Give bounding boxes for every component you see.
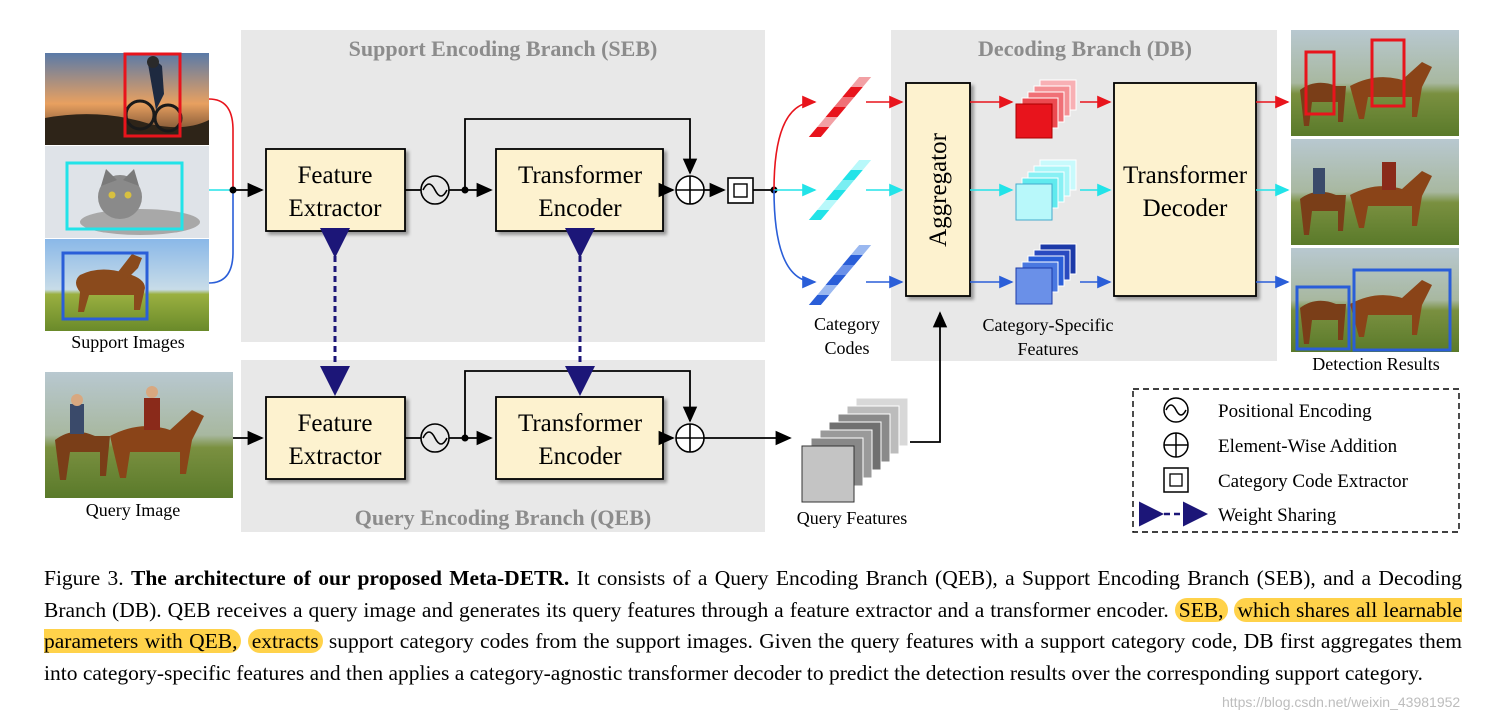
query-image-label: Query Image (86, 500, 180, 520)
qeb-feature-extractor (265, 396, 406, 480)
category-code-red (808, 77, 872, 137)
split-red-arrow (773, 95, 817, 191)
qeb-feature-extractor-line1: Feature (298, 410, 373, 437)
caption-highlight-seb: SEB, (1174, 597, 1228, 622)
qeb-transformer-encoder (495, 396, 664, 480)
support-images-label: Support Images (71, 332, 184, 352)
split-blue-arrow (773, 189, 817, 289)
support-red-input-line (208, 98, 234, 190)
qeb-title: Query Encoding Branch (QEB) (355, 505, 651, 530)
seb-transformer-encoder-line1: Transformer (518, 162, 643, 189)
legend-positional-encoding-icon (1163, 397, 1189, 423)
caption-text-part2: support category codes from the support … (44, 629, 1463, 685)
legend-element-wise-addition: Element-Wise Addition (1218, 436, 1398, 457)
support-image-horse (45, 239, 209, 331)
seb-feature-extractor-line2: Extractor (288, 195, 382, 222)
query-features-to-aggregator (910, 311, 948, 443)
legend-category-code-extractor: Category Code Extractor (1218, 471, 1409, 492)
detection-result-blue (1291, 248, 1459, 352)
category-specific-features-red (1015, 79, 1077, 139)
detection-results-label: Detection Results (1312, 354, 1439, 374)
category-specific-features-blue (1015, 243, 1077, 305)
legend-addition-icon (1163, 432, 1189, 458)
seb-feature-extractor-line1: Feature (298, 162, 373, 189)
legend-category-code-extractor-icon (1163, 467, 1189, 493)
legend-positional-encoding: Positional Encoding (1218, 401, 1372, 422)
legend-box (1132, 388, 1460, 533)
query-features-label: Query Features (797, 508, 907, 528)
category-code-blue (808, 245, 872, 305)
seb-element-wise-addition-icon (675, 175, 705, 205)
caption-figure-label: Figure 3. (44, 566, 124, 590)
category-code-extractor-icon (727, 177, 754, 204)
category-codes-label-line1: Category (814, 314, 880, 334)
support-image-cat (45, 146, 209, 238)
watermark: https://blog.csdn.net/weixin_43981952 (1222, 694, 1461, 710)
legend-weight-sharing: Weight Sharing (1218, 505, 1337, 526)
query-image (45, 372, 233, 498)
figure-caption: Figure 3. The architecture of our propos… (44, 563, 1462, 689)
transformer-decoder-line1: Transformer (1123, 162, 1248, 189)
aggregator-label: Aggregator (925, 132, 952, 247)
category-specific-features-cyan (1015, 159, 1077, 221)
category-specific-label-line1: Category-Specific (983, 315, 1114, 335)
transformer-decoder-line2: Decoder (1143, 195, 1228, 222)
category-code-cyan (808, 160, 872, 220)
transformer-decoder-block (1113, 82, 1257, 297)
seb-title: Support Encoding Branch (SEB) (349, 36, 658, 61)
category-specific-label-line2: Features (1018, 339, 1079, 359)
detection-result-cyan (1291, 139, 1459, 245)
caption-title: The architecture of our proposed Meta-DE… (130, 566, 570, 590)
qeb-transformer-encoder-line2: Encoder (538, 443, 622, 470)
support-blue-input-line (208, 190, 234, 284)
category-codes-label-line2: Codes (825, 338, 870, 358)
qeb-feature-extractor-line2: Extractor (288, 443, 382, 470)
support-image-person (45, 52, 209, 145)
seb-residual-path (464, 118, 698, 190)
seb-transformer-encoder-line2: Encoder (538, 195, 622, 222)
qeb-transformer-encoder-line1: Transformer (518, 410, 643, 437)
detection-result-red (1291, 30, 1459, 136)
query-features-stack (801, 397, 909, 503)
qeb-element-wise-addition-icon (675, 423, 705, 453)
caption-highlight-extracts: extracts (247, 629, 323, 653)
db-title: Decoding Branch (DB) (978, 36, 1192, 61)
caption-text-part1: It consists of a Query Encoding Branch (… (44, 566, 1463, 622)
architecture-diagram: Support Encoding Branch (SEB) Query Enco… (45, 30, 1460, 533)
